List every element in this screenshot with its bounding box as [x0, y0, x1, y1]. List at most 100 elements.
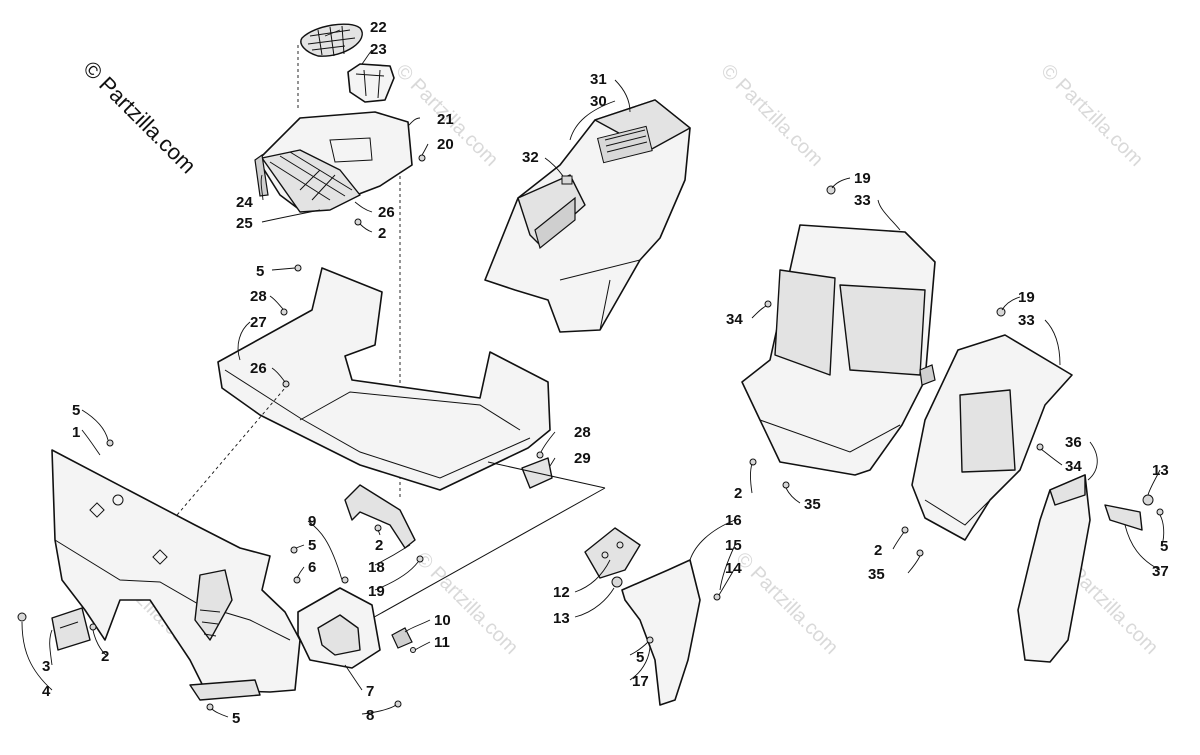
front-panel-body: [51, 449, 301, 693]
screw-5-floor: [294, 264, 302, 272]
callout-18: 18: [368, 559, 385, 576]
leader-26a: [354, 201, 373, 213]
leader-3: [49, 629, 53, 666]
callout-5b: 5: [72, 402, 80, 419]
watermark-faded: © Partzilla.com: [411, 548, 522, 659]
grill-22-mesh: [307, 25, 356, 57]
leader-18: [374, 544, 411, 566]
side-panel-33a-edge: [759, 419, 901, 453]
leader-27: [237, 321, 251, 361]
screw-19-panel: [826, 185, 836, 195]
callout-15: 15: [725, 537, 742, 554]
callout-34b: 34: [1065, 458, 1082, 475]
leader-20: [421, 143, 429, 156]
clip-2: [89, 623, 97, 631]
callout-28b: 28: [574, 424, 591, 441]
leader-12: [574, 559, 611, 593]
side-strip-assembly: [1017, 474, 1164, 663]
callout-2a: 2: [378, 225, 386, 242]
bracket-hole: [601, 551, 609, 559]
side-panel-33a-window: [774, 269, 836, 376]
plate-3: [51, 607, 91, 651]
screw-35-b: [916, 549, 924, 557]
leader-33a: [877, 199, 901, 231]
leader-34a: [751, 305, 767, 319]
nut-34-b: [1036, 443, 1044, 451]
callout-5e: 5: [636, 649, 644, 666]
console-recess: [329, 137, 373, 163]
callout-34a: 34: [726, 311, 743, 328]
fastener-26: [282, 380, 290, 388]
vent-slats: [199, 609, 221, 637]
plate-3-slot: [59, 621, 79, 629]
bracket-hole: [616, 541, 624, 549]
callout-26b: 26: [250, 360, 267, 377]
dash-cover-slot: [534, 196, 576, 250]
watermark-faded: © Partzilla.com: [1036, 60, 1147, 171]
leader-19b: [831, 177, 851, 189]
callout-36: 36: [1065, 434, 1082, 451]
screw-9: [341, 576, 349, 584]
leader-13b: [1147, 469, 1161, 496]
screw-11: [410, 647, 416, 653]
front-panel-1: [17, 439, 301, 701]
plug-32: [561, 175, 573, 185]
screw-5-bottom: [206, 703, 214, 711]
console-storage-grid: [261, 149, 361, 213]
floor-pan-rim: [224, 369, 531, 479]
nut-34: [764, 300, 772, 308]
callout-2b: 2: [101, 648, 109, 665]
leader-28b: [540, 431, 556, 453]
callout-22: 22: [370, 19, 387, 36]
leader-26b: [271, 367, 286, 383]
leader-19c: [1001, 296, 1021, 311]
dash-cover-edges: [559, 259, 641, 331]
leader-29: [549, 457, 556, 467]
watermark-primary: © Partzilla.com: [78, 56, 201, 179]
cup-holder-23: [347, 63, 395, 103]
lower-tab: [189, 679, 261, 701]
screw-5-glove: [290, 546, 298, 554]
callout-5f: 5: [1160, 538, 1168, 555]
watermark-faded: © Partzilla.com: [731, 548, 842, 659]
side-panel-33b-window: [959, 389, 1016, 473]
leader-31: [614, 79, 631, 113]
glove-box-7-recess: [317, 614, 361, 656]
side-strip-36-top: [1049, 474, 1086, 506]
callout-20: 20: [437, 136, 454, 153]
dash-cover-assembly: [484, 99, 691, 333]
guide-line: [487, 461, 606, 489]
washer-28: [280, 308, 288, 316]
callout-19a: 19: [368, 583, 385, 600]
callout-28a: 28: [250, 288, 267, 305]
callout-27: 27: [250, 314, 267, 331]
callout-8: 8: [366, 707, 374, 724]
callout-32: 32: [522, 149, 539, 166]
leader-25: [261, 209, 321, 223]
screw-5-strip: [1156, 508, 1164, 516]
leader-7: [344, 664, 363, 691]
callout-9: 9: [308, 513, 316, 530]
fender-flap-16: [621, 559, 701, 706]
callout-7: 7: [366, 683, 374, 700]
leader-17: [629, 644, 651, 681]
leader-6: [296, 566, 305, 579]
callout-24: 24: [236, 194, 253, 211]
cup-holder-23-detail: [355, 69, 385, 99]
floor-pan-27: [114, 264, 606, 626]
leader-24: [260, 174, 264, 201]
watermark-faded: © Partzilla.com: [716, 60, 827, 171]
leader-22: [324, 29, 341, 37]
front-panel-lower-edge: [54, 539, 291, 641]
callout-4: 4: [42, 683, 51, 700]
leader-34b: [1040, 448, 1063, 466]
side-panel-left-33: [741, 185, 936, 489]
leader-8: [361, 704, 397, 715]
callout-35a: 35: [804, 496, 821, 513]
fender-assembly: [584, 527, 721, 706]
screw-4: [17, 612, 27, 622]
leader-32: [544, 157, 564, 177]
washer-28b: [536, 451, 544, 459]
leader-2c: [377, 529, 381, 536]
callout-5a: 5: [256, 263, 264, 280]
